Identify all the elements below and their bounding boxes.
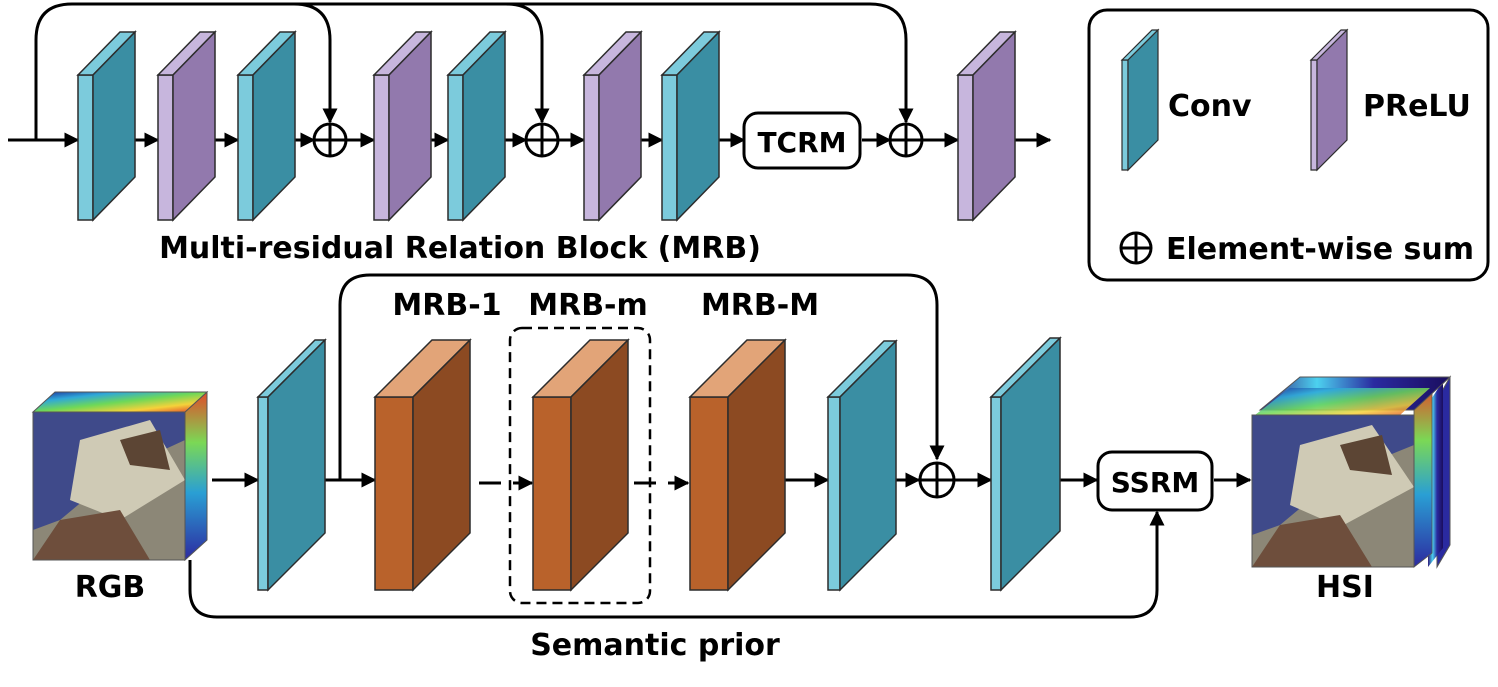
conv-layer <box>660 30 721 222</box>
legend-box <box>1087 8 1490 282</box>
rgb-label: RGB <box>75 570 146 605</box>
conv-legend-label: Conv <box>1168 89 1252 124</box>
conv-layer <box>989 336 1062 592</box>
prelu-legend-label: PReLU <box>1363 89 1471 124</box>
skip-connection-3 <box>500 2 914 124</box>
mrb-m-dashed-box <box>508 326 652 605</box>
element-wise-sum-icon <box>918 461 956 499</box>
mrb-block <box>688 338 787 592</box>
mrb-detail: TCRM Multi-residual Relation Block (MRB) <box>8 2 1052 266</box>
skip-connection-1 <box>34 2 338 140</box>
prelu-layer <box>372 30 433 222</box>
hsi-image <box>1251 375 1452 569</box>
mrb-block <box>373 338 472 592</box>
ssrm-box <box>1096 450 1214 512</box>
mrb-M-label: MRB-M <box>701 288 819 323</box>
element-wise-sum-icon <box>1119 231 1153 265</box>
tcrm-label: TCRM <box>757 126 846 159</box>
prelu-legend-icon <box>1309 28 1349 172</box>
conv-layer <box>446 30 507 222</box>
conv-layer <box>76 30 137 222</box>
mrb-m-label: MRB-m <box>528 288 648 323</box>
mrb-title: Multi-residual Relation Block (MRB) <box>159 231 761 266</box>
element-wise-sum-icon <box>312 122 348 158</box>
ssrm-label: SSRM <box>1111 466 1200 499</box>
main-network: RGB Semantic prior MRB-1 MRB-m MRB-M <box>31 273 1452 663</box>
sum-legend-label: Element-wise sum <box>1166 232 1474 267</box>
mrb-block <box>531 338 630 592</box>
semantic-prior-label: Semantic prior <box>530 628 780 663</box>
legend: Conv PReLU Element-wise sum <box>1087 8 1490 282</box>
prelu-layer <box>956 30 1017 222</box>
prelu-layer <box>156 30 217 222</box>
semantic-prior-path <box>188 510 1165 619</box>
mrb-1-label: MRB-1 <box>392 288 501 323</box>
element-wise-sum-icon <box>524 122 560 158</box>
conv-layer <box>236 30 297 222</box>
element-wise-sum-icon <box>888 122 924 158</box>
conv-layer <box>256 338 327 592</box>
conv-legend-icon <box>1120 28 1160 172</box>
prelu-layer <box>582 30 643 222</box>
conv-layer <box>826 339 898 592</box>
rgb-image <box>31 390 209 562</box>
hsi-label: HSI <box>1316 570 1374 605</box>
tcrm-box <box>742 111 862 170</box>
global-skip-connection <box>338 273 945 480</box>
